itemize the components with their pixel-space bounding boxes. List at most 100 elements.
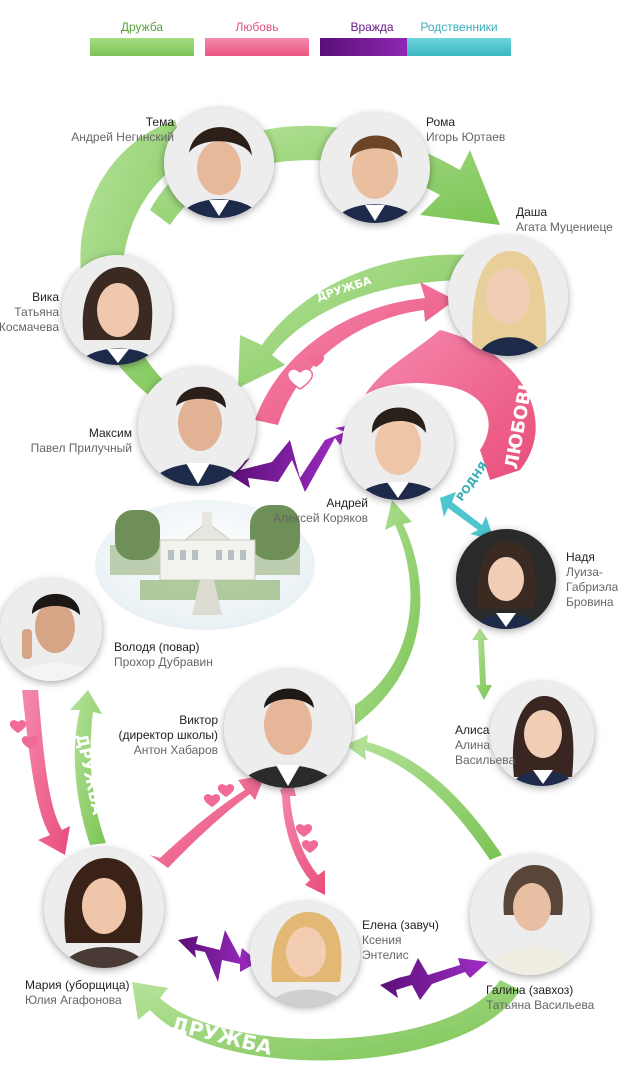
- vika-actor-line2: Космачева: [0, 320, 59, 334]
- mariya-photo: [44, 848, 164, 968]
- person-andrey: Андрей Алексей Коряков: [273, 496, 368, 526]
- dasha-photo: [448, 236, 568, 356]
- person-galina: Галина (завхоз) Татьяна Васильева: [486, 983, 594, 1013]
- edge-friendship-nadya-alisa: [472, 628, 492, 700]
- heart-icon: [307, 354, 325, 367]
- legend-bar-enmity: [320, 38, 424, 56]
- person-nadya: Надя Луиза- Габриэла Бровина: [566, 550, 618, 610]
- vika-actor-line1: Татьяна: [14, 305, 59, 319]
- person-dasha: Даша Агата Муцениеце: [516, 205, 613, 235]
- dasha-name: Даша: [516, 205, 548, 219]
- galina-name: Галина (завхоз): [486, 983, 574, 997]
- person-maksim: Максим Павел Прилучный: [31, 426, 132, 456]
- edge-love-viktor-elena: [280, 780, 325, 895]
- edge-label-friendship-bottom: ДРУЖБА: [169, 1012, 275, 1060]
- elena-actor-line1: Ксения: [362, 933, 402, 947]
- edge-friendship-andrey-viktor: [355, 500, 421, 725]
- edge-enmity-maksim-andrey: [225, 425, 352, 492]
- galina-photo: [470, 855, 590, 975]
- viktor-name-line1: Виктор: [179, 713, 218, 727]
- heart-icon: [301, 840, 319, 853]
- maksim-actor: Павел Прилучный: [30, 441, 132, 455]
- person-volodya: Володя (повар) Прохор Дубравин: [114, 640, 213, 670]
- galina-actor: Татьяна Васильева: [486, 998, 595, 1012]
- viktor-name-line2: (директор школы): [118, 728, 218, 742]
- heart-icon-group-viktor-mariya: [203, 784, 235, 807]
- legend-bar-love: [205, 38, 309, 56]
- edge-love-volodya-mariya: [22, 690, 70, 855]
- vika-photo: [62, 255, 172, 365]
- elena-actor-line2: Энтелис: [362, 948, 409, 962]
- volodya-name: Володя (повар): [114, 640, 200, 654]
- volodya-actor: Прохор Дубравин: [114, 655, 213, 669]
- alisa-photo: [490, 682, 594, 786]
- person-tema: Тема Андрей Негинский: [71, 115, 174, 145]
- roma-name: Рома: [426, 115, 456, 129]
- roma-actor: Игорь Юртаев: [426, 130, 506, 144]
- nadya-photo: [456, 529, 556, 629]
- nadya-name: Надя: [566, 550, 595, 564]
- legend-label-relatives: Родственники: [420, 20, 498, 34]
- edge-love-viktor-mariya: [150, 775, 265, 868]
- legend-label-love: Любовь: [235, 20, 279, 34]
- vika-name: Вика: [32, 290, 59, 304]
- elena-photo: [250, 902, 360, 1006]
- person-mariya: Мария (уборщица) Юлия Агафонова: [25, 978, 129, 1008]
- heart-icon: [203, 794, 221, 807]
- alisa-actor-line2: Васильева: [455, 753, 516, 767]
- volodya-photo: [0, 579, 102, 681]
- tema-photo: [164, 108, 274, 218]
- edge-label-friendship-nadya: ДРУЖБА: [493, 638, 518, 685]
- edge-love-big: [365, 330, 536, 480]
- mariya-actor: Юлия Агафонова: [25, 993, 122, 1007]
- edge-enmity-elena-galina: [380, 958, 488, 1000]
- legend-label-friendship: Дружба: [120, 20, 164, 34]
- tema-actor: Андрей Негинский: [71, 130, 174, 144]
- alisa-name: Алиса: [455, 723, 490, 737]
- maksim-name: Максим: [88, 426, 132, 440]
- viktor-actor: Антон Хабаров: [133, 743, 218, 757]
- andrey-photo: [342, 388, 454, 500]
- heart-icon-group-maksim-dasha: [286, 354, 325, 390]
- tema-name: Тема: [145, 115, 174, 129]
- edge-friendship-galina-viktor: [345, 735, 502, 860]
- edge-label-relatives: РОДНЯ: [454, 459, 490, 503]
- legend-love: Любовь: [205, 20, 309, 60]
- legend-relatives: Родственники: [404, 20, 514, 60]
- viktor-photo: [224, 670, 352, 788]
- nadya-actor-line3: Бровина: [566, 595, 614, 609]
- person-elena: Елена (завуч) Ксения Энтелис: [362, 918, 439, 963]
- heart-icon-group-viktor-elena: [295, 824, 319, 853]
- nadya-actor-line1: Луиза-: [566, 565, 603, 579]
- heart-icon: [295, 824, 313, 837]
- heart-icon: [9, 720, 27, 733]
- edge-friendship-mariya-volodya: [70, 690, 106, 845]
- dasha-actor: Агата Муцениеце: [516, 220, 613, 234]
- heart-icon: [21, 736, 39, 749]
- mariya-name: Мария (уборщица): [25, 978, 130, 992]
- roma-photo: [320, 113, 430, 223]
- alisa-actor-line1: Алина: [455, 738, 491, 752]
- edge-love-maksim-dasha: [255, 282, 455, 425]
- person-alisa: Алиса Алина Васильева: [455, 723, 515, 768]
- school-building-image: [95, 500, 315, 630]
- heart-icon-group-volodya: [9, 720, 39, 749]
- nadya-actor-line2: Габриэла: [566, 580, 618, 594]
- andrey-actor: Алексей Коряков: [273, 511, 368, 525]
- legend-enmity: Вражда: [320, 20, 424, 60]
- legend-bar-relatives: [407, 38, 511, 56]
- person-vika: Вика Татьяна Космачева: [0, 290, 59, 335]
- edge-friendship-bottom: [132, 980, 520, 1061]
- legend-friendship: Дружба: [90, 20, 194, 60]
- legend-bar-friendship: [90, 38, 194, 56]
- heart-icon: [217, 784, 235, 797]
- elena-name: Елена (завуч): [362, 918, 439, 932]
- person-viktor: Виктор (директор школы) Антон Хабаров: [118, 713, 218, 758]
- andrey-name: Андрей: [326, 496, 368, 510]
- edge-friendship-dasha-maksim: [238, 254, 472, 388]
- person-roma: Рома Игорь Юртаев: [426, 115, 505, 145]
- maksim-photo: [138, 368, 256, 486]
- edge-relatives-andrey-nadya: [440, 492, 494, 540]
- heart-icon: [286, 368, 314, 390]
